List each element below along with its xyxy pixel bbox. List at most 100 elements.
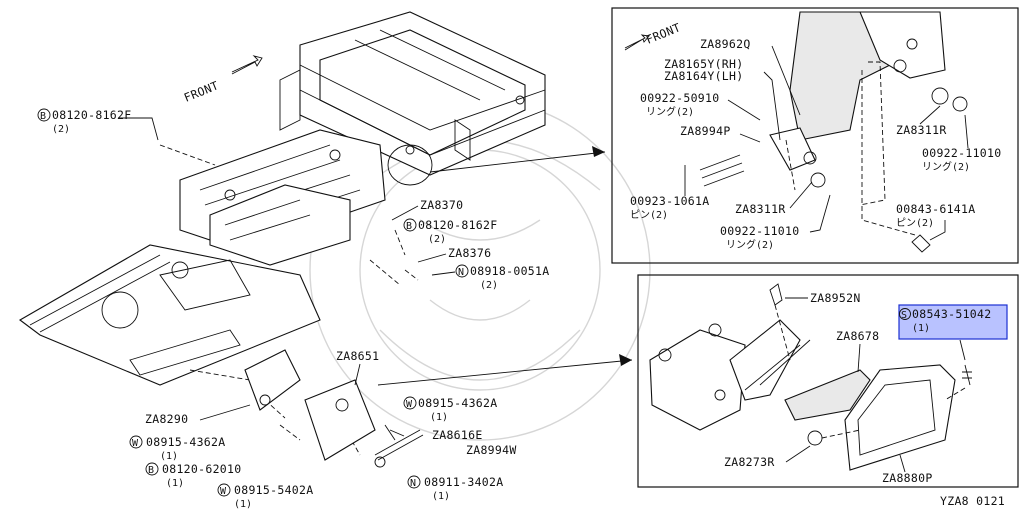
leader-ZA8165Y: [763, 71, 781, 141]
arrow-detail-bottom: [619, 354, 632, 366]
callout-00922-11010-b[interactable]: 00922-11010 リング(2): [922, 114, 1001, 173]
label-ZA8164Y[interactable]: ZA8164Y(LH): [664, 69, 743, 83]
callout-code: B: [406, 221, 412, 232]
label-ZA8311R-a[interactable]: ZA8311R: [735, 202, 786, 216]
callout-08543-51042[interactable]: S 08543-51042 (1): [899, 307, 992, 361]
inset-bottom-dashes: [774, 304, 966, 439]
label-ZA8311R-b[interactable]: ZA8311R: [896, 123, 947, 137]
callout-part: 00922-11010: [720, 224, 799, 238]
front-arrow-main: FRONT: [182, 55, 263, 105]
highlight-08543-51042[interactable]: [898, 304, 1008, 340]
leader-ZA8962Q: [771, 45, 801, 116]
label-ZA8376[interactable]: ZA8376: [448, 246, 491, 260]
callout-part: 00843-6141A: [896, 202, 975, 216]
callout-qty: (1): [160, 451, 178, 462]
label-ZA8273R[interactable]: ZA8273R: [724, 455, 775, 469]
figure-code: YZA8 0121: [940, 494, 1005, 508]
inset-bottom-frame: [637, 274, 1019, 488]
seat-slide-mechanism: [179, 129, 386, 266]
callout-code: W: [406, 399, 413, 410]
arrow-detail-top: [592, 146, 605, 157]
callout-part: 00922-50910: [640, 91, 719, 105]
callout-00843-6141A[interactable]: 00843-6141A ピン(2): [896, 202, 975, 241]
callout-00923-1061A[interactable]: 00923-1061A ピン(2): [630, 165, 709, 221]
label-ZA8994P[interactable]: ZA8994P: [680, 124, 731, 138]
seat-base-plate: [19, 244, 321, 386]
callout-08915-5402A[interactable]: W 08915-5402A (1): [217, 483, 313, 510]
label-ZA8952N[interactable]: ZA8952N: [810, 291, 861, 305]
callout-qty: (1): [432, 491, 450, 502]
callout-qty: (2): [52, 124, 70, 135]
callout-qty: (1): [234, 499, 252, 510]
callout-qty: (1): [912, 323, 930, 334]
label-ZA8880P[interactable]: ZA8880P: [882, 471, 933, 485]
front-label-inset: FRONT: [644, 20, 683, 47]
callout-code: N: [410, 478, 416, 489]
callout-00922-11010-a[interactable]: 00922-11010 リング(2): [720, 194, 831, 251]
callout-part: 00922-11010: [922, 146, 1001, 160]
leader-ZA8273R: [785, 445, 811, 463]
leader-ZA8651: [354, 363, 361, 386]
callout-sub: リング(2): [646, 105, 694, 118]
callout-part: 08915-5402A: [234, 483, 313, 497]
label-ZA8994W[interactable]: ZA8994W: [466, 443, 517, 457]
callout-code: S: [901, 310, 907, 321]
callout-part: 08120-8162F: [418, 218, 497, 232]
callout-08911-3402A[interactable]: N 08911-3402A (1): [407, 475, 503, 502]
label-ZA8651[interactable]: ZA8651: [336, 349, 379, 363]
detail-circle-top: [387, 144, 433, 186]
front-arrow-inset: FRONT: [624, 20, 683, 51]
leader-ZA8994P: [739, 133, 761, 143]
leader-ZA8311R-b: [919, 105, 941, 125]
callout-08120-62010[interactable]: B 08120-62010 (1): [145, 462, 241, 489]
label-ZA8370[interactable]: ZA8370: [420, 198, 463, 212]
label-ZA8962Q[interactable]: ZA8962Q: [700, 37, 751, 51]
callout-code: W: [220, 486, 227, 497]
callout-sub: リング(2): [726, 238, 774, 251]
callout-part: 08915-4362A: [146, 435, 225, 449]
inset-top-frame: [611, 7, 1019, 264]
callout-part: 08915-4362A: [418, 396, 497, 410]
callout-sub: ピン(2): [630, 209, 668, 221]
leader-ZA8880P: [899, 454, 906, 473]
callout-code: W: [132, 438, 139, 449]
callout-part: 08543-51042: [912, 307, 991, 321]
callout-00922-50910[interactable]: 00922-50910 リング(2): [640, 91, 761, 121]
lower-parts: [244, 349, 424, 468]
callout-part: 08120-8162F: [52, 108, 131, 122]
callout-08915-4362A-right[interactable]: W 08915-4362A (1): [403, 396, 497, 423]
callout-part: 08120-62010: [162, 462, 241, 476]
callout-sub: ピン(2): [896, 217, 934, 229]
inset-bottom-parts: [649, 283, 972, 471]
callout-08120-8162F-top[interactable]: B 08120-8162F (2): [37, 108, 159, 141]
inset-top-dashes: [785, 61, 916, 236]
callout-08918-0051A[interactable]: N 08918-0051A (2): [431, 264, 549, 291]
inset-top-parts: [699, 11, 968, 253]
callout-qty: (2): [428, 234, 446, 245]
leader-ZA8290: [199, 404, 251, 421]
leader-ZA8370: [391, 205, 419, 221]
leader-ZA8678: [857, 343, 861, 373]
leader-detail-bottom: [377, 359, 633, 386]
callout-08120-8162F-mid[interactable]: B 08120-8162F (2): [403, 218, 497, 245]
leader-ZA8376: [417, 253, 447, 263]
callout-code: B: [148, 465, 154, 476]
callout-qty: (2): [480, 280, 498, 291]
callout-qty: (1): [166, 478, 184, 489]
callout-part: 00923-1061A: [630, 194, 709, 208]
label-ZA8678[interactable]: ZA8678: [836, 329, 879, 343]
callout-part: 08918-0051A: [470, 264, 549, 278]
front-label-main: FRONT: [182, 78, 221, 105]
leader-detail-top: [429, 151, 606, 173]
label-ZA8165Y[interactable]: ZA8165Y(RH): [664, 57, 743, 71]
label-ZA8290[interactable]: ZA8290: [145, 412, 188, 426]
label-ZA8616E[interactable]: ZA8616E: [432, 428, 483, 442]
seat-frame-upper: [279, 11, 546, 176]
callout-part: 08911-3402A: [424, 475, 503, 489]
callout-qty: (1): [430, 412, 448, 423]
callout-sub: リング(2): [922, 160, 970, 173]
callout-08915-4362A-left[interactable]: W 08915-4362A (1): [129, 435, 225, 462]
leader-ZA8311R-a: [789, 181, 813, 209]
callout-code: B: [40, 111, 46, 122]
